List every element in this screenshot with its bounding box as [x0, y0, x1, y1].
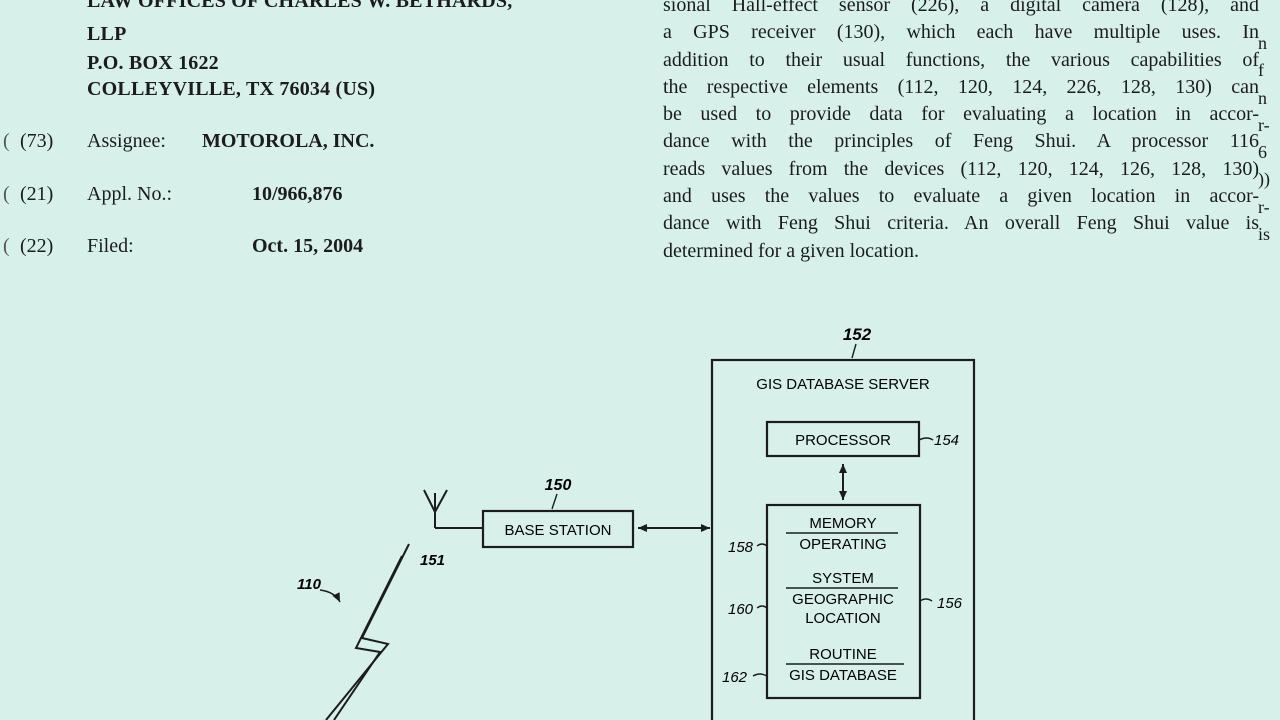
field-label: Filed: — [87, 235, 134, 257]
assignee-value: MOTOROLA, INC. — [202, 130, 375, 152]
base-station-label: BASE STATION — [505, 522, 612, 539]
correspondence-line: COLLEYVILLE, TX 76034 (US) — [87, 78, 376, 100]
processor-leader-line — [918, 437, 934, 441]
processor-box — [765, 420, 921, 458]
operating-ref-number: 158 — [728, 539, 754, 556]
server-ref-number: 152 — [843, 325, 872, 344]
geographic-label: GEOGRAPHIC — [792, 591, 894, 608]
abstract-line: a GPS receiver (130), which each have mu… — [663, 21, 1259, 44]
abstract-text: sional Hall-effect sensor (226), a digit… — [663, 0, 1259, 265]
abstract-line: determined for a given location. — [663, 239, 920, 262]
processor-label: PROCESSOR — [795, 432, 891, 449]
system-label: SYSTEM — [812, 570, 874, 587]
field-code: (22) — [20, 235, 54, 257]
antenna-icon — [423, 489, 448, 515]
abstract-line: be used to provide data for evaluating a… — [663, 103, 1259, 126]
gis-leader-line — [752, 673, 768, 677]
correspondence-line: P.O. BOX 1622 — [87, 52, 219, 74]
fragment-char: f — [1258, 60, 1264, 81]
base-station-leader-line — [551, 493, 558, 510]
server-title: GIS DATABASE SERVER — [756, 376, 930, 393]
fragment-char: n — [1258, 33, 1267, 53]
field-code: (73) — [20, 130, 54, 152]
fragment-char: r- — [1258, 114, 1270, 135]
abstract-line: and uses the values to evaluate a given … — [663, 185, 1259, 208]
base-station-ref-number: 150 — [545, 477, 572, 494]
memory-leader-line — [919, 598, 933, 602]
system-ref-number: 110 — [297, 576, 322, 593]
memory-label: MEMORY — [809, 515, 876, 532]
gis-database-label: GIS DATABASE — [789, 667, 897, 684]
field-bullet: ( — [3, 183, 10, 205]
gis-database-server-box — [710, 358, 976, 720]
application-number-value: 10/966,876 — [252, 183, 343, 205]
antenna-ref-number: 151 — [420, 552, 445, 569]
wireless-signal-icon — [333, 555, 403, 720]
field-bullet: ( — [3, 235, 10, 257]
abstract-line: sional Hall-effect sensor (226), a digit… — [663, 0, 1259, 16]
field-label: Assignee: — [87, 130, 166, 152]
geographic-leader-line — [756, 605, 768, 609]
server-leader-line — [851, 343, 857, 359]
fragment-char: r- — [1258, 196, 1270, 217]
abstract-line: dance with the principles of Feng Shui. … — [663, 130, 1259, 153]
fragment-char: n — [1258, 87, 1267, 108]
field-bullet: ( — [3, 130, 10, 152]
fragment-char: is — [1258, 224, 1271, 245]
memory-box — [765, 503, 922, 700]
fragment-char: 6 — [1258, 142, 1267, 163]
wireless-signal-icon — [325, 543, 410, 720]
gis-ref-number: 162 — [722, 669, 748, 686]
abstract-line: dance with Feng Shui criteria. An overal… — [663, 212, 1259, 235]
fragment-char: )) — [1258, 169, 1270, 190]
abstract-line: the respective elements (112, 120, 124, … — [663, 75, 1259, 98]
operating-leader-line — [756, 543, 768, 547]
operating-label: OPERATING — [799, 536, 886, 553]
field-code: (21) — [20, 183, 54, 205]
adjacent-column-fragment: n f n r- 6 )) r- is — [1258, 30, 1280, 248]
memory-ref-number: 156 — [937, 595, 963, 612]
location-label: LOCATION — [805, 610, 881, 627]
system-pointer-arrow — [319, 589, 341, 603]
abstract-line: reads values from the devices (112, 120,… — [663, 157, 1259, 180]
correspondence-line: LAW OFFICES OF CHARLES W. BETHARDS, — [87, 0, 513, 12]
geographic-ref-number: 160 — [728, 601, 754, 618]
processor-ref-number: 154 — [934, 432, 959, 449]
abstract-line: addition to their usual functions, the v… — [663, 48, 1259, 71]
filed-date-value: Oct. 15, 2004 — [252, 235, 364, 257]
correspondence-line: LLP — [87, 23, 127, 45]
routine-label: ROUTINE — [809, 646, 877, 663]
field-label: Appl. No.: — [87, 183, 172, 205]
